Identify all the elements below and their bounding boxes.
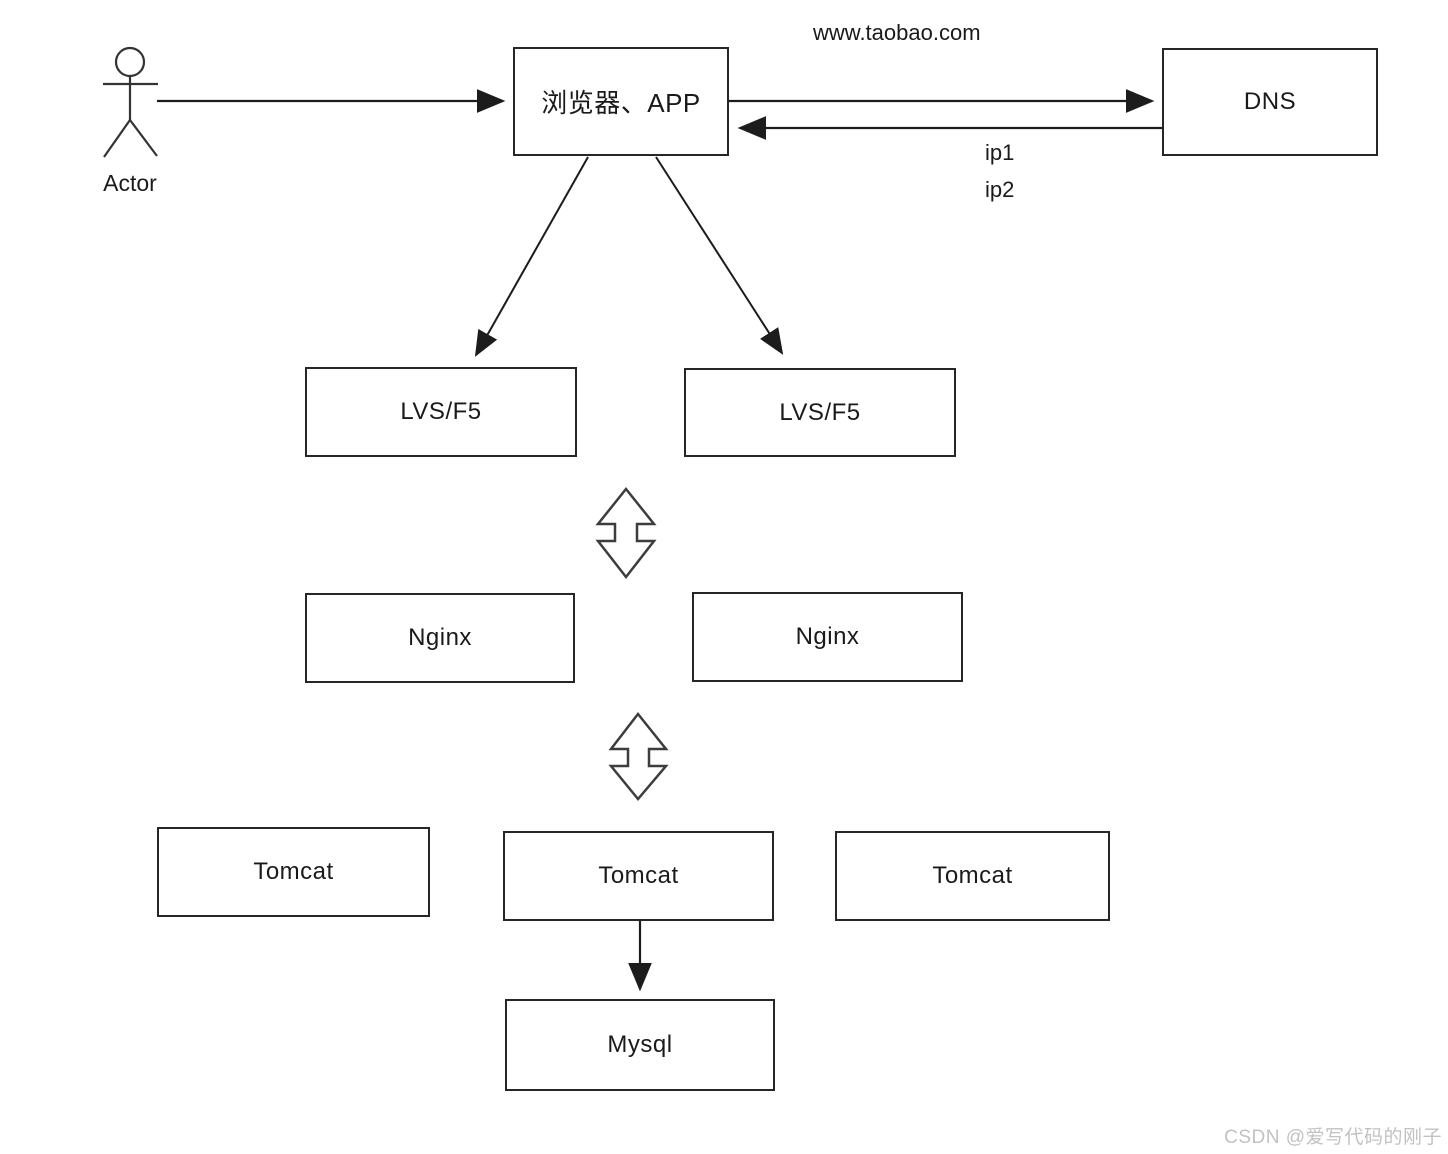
node-nginx-left: Nginx [305,593,575,683]
node-tomcat-middle: Tomcat [503,831,774,921]
domain-label: www.taobao.com [813,20,981,45]
node-mysql: Mysql [505,999,775,1091]
double-arrow-icon-nginx-tomcat [608,711,669,801]
actor-head [114,46,146,78]
arrow-browser-to-lvs-right [655,156,784,355]
actor-figure [103,46,158,158]
node-lvs-f5-right: LVS/F5 [684,368,956,457]
node-tomcat-left: Tomcat [157,827,430,917]
csdn-watermark: CSDN @爱写代码的刚子 [1224,1127,1442,1148]
node-browser-app: 浏览器、APP [513,47,729,156]
ip2-label: ip2 [985,177,1015,202]
node-dns: DNS [1162,48,1378,156]
actor-label: Actor [103,170,157,196]
double-arrow-icon-lvs-nginx [595,486,657,580]
node-nginx-right: Nginx [692,592,963,682]
arrow-browser-to-lvs-left [474,156,589,357]
node-tomcat-right: Tomcat [835,831,1110,921]
node-lvs-f5-left: LVS/F5 [305,367,577,457]
ip1-label: ip1 [985,140,1015,165]
